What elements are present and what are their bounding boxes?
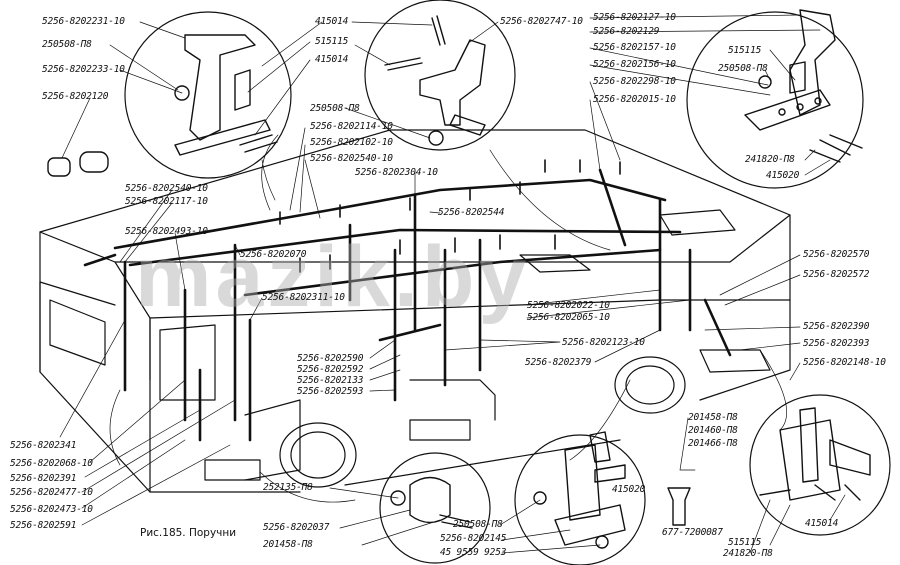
label-part: 5256-8202393 [803,338,870,349]
detail-3-parts [744,9,863,163]
label-part: 5256-8202544 [438,207,505,218]
label-part: 415020 [766,170,800,181]
label-part: 5256-8202591 [10,520,77,531]
label-part: 5256-8202157-10 [593,42,676,53]
label-part: 5256-8202391 [10,473,77,484]
label-part: 5256-8202379 [525,357,592,368]
label-part: 5256-8202127-10 [593,12,676,23]
bolt-677 [667,487,691,526]
clamp-parts [390,476,473,529]
label-part: 5256-8202148-10 [803,357,886,368]
detail-5-parts [533,431,626,549]
label-part: 5256-8202304-10 [355,167,438,178]
detail-circle-clamp [379,452,491,564]
label-part: 5256-8202570 [803,249,870,260]
label-part: 5256-8202145 [440,533,507,544]
label-part: 515115 [728,45,762,56]
detail-circle-bracket-3 [686,11,864,189]
label-part: 415014 [315,16,349,27]
label-part: 5256-8202120 [42,91,109,102]
label-part: 5256-8202390 [803,321,870,332]
label-part: 5256-8202572 [803,269,870,280]
label-part: 45 9559 9253 [440,547,507,558]
detail-2-parts [384,15,486,146]
detail-circle-bracket-2 [364,0,516,151]
label-part: 415014 [805,518,839,529]
label-part: 252135-П8 [263,482,313,493]
front-wheel [279,422,357,488]
label-part: 5256-8202065-10 [527,312,610,323]
label-part: 241820-П8 [723,548,773,559]
figure-caption: Рис.185. Поручни [140,527,237,539]
label-part: 201458-П8 [688,412,738,423]
label-part: 415020 [612,484,646,495]
label-part: 250508-П8 [453,519,503,530]
label-part: 415014 [315,54,349,65]
label-part: 5256-8202473-10 [10,504,93,515]
label-part: 5256-8202233-10 [42,64,125,75]
label-part: 5256-8202298-10 [593,76,676,87]
label-part: 5256-8202123-10 [562,337,645,348]
label-part: 5256-8202747-10 [500,16,583,27]
label-part: 515115 [315,36,349,47]
label-part: 5256-8202540-10 [125,183,208,194]
label-part: 5256-8202102-10 [310,137,393,148]
label-part: 5256-8202114-10 [310,121,393,132]
label-part: 5256-8202068-10 [10,458,93,469]
label-part: 677-7200087 [662,527,723,538]
rear-wheel [614,356,686,414]
detail-4-parts [759,407,871,501]
end-caps-parts [47,151,109,177]
label-part: 250508-П8 [42,39,92,50]
label-part: 5256-8202592 [297,364,364,375]
handrail-tubes [83,168,732,442]
label-part: 5256-8202129 [593,26,660,37]
label-part: 201460-П8 [688,425,738,436]
label-part: 5256-8202311-10 [262,292,345,303]
label-part: 5256-8202231-10 [42,16,125,27]
label-part: 201466-П8 [688,438,738,449]
label-part: 5256-8202493-10 [125,226,208,237]
label-part: 5256-8202070 [240,249,307,260]
label-part: 5256-8202477-10 [10,487,93,498]
label-part: 5256-8202156-10 [593,59,676,70]
label-part: 250508-П8 [718,63,768,74]
label-part: 241820-П8 [745,154,795,165]
label-part: 5256-8202341 [10,440,77,451]
label-part: 250508-П8 [310,103,360,114]
label-part: 5256-8202117-10 [125,196,208,207]
watermark: mazik.by [135,229,531,325]
detail-circle-bracket-1 [124,11,292,179]
label-part: 5256-8202590 [297,353,364,364]
label-part: 5256-8202133 [297,375,364,386]
label-part: 5256-8202540-10 [310,153,393,164]
label-part: 5256-8202022-10 [527,300,610,311]
label-part: 5256-8202015-10 [593,94,676,105]
label-part: 515115 [728,537,762,548]
label-part: 5256-8202593 [297,386,364,397]
label-part: 201458-П8 [263,539,313,550]
detail-circle-bracket-4 [749,394,891,536]
leader-lines [59,14,846,554]
detail-circle-bracket-5 [514,434,646,565]
ceiling-handles [279,159,621,273]
detail-1-parts [174,34,278,156]
label-part: 5256-8202037 [263,522,330,533]
